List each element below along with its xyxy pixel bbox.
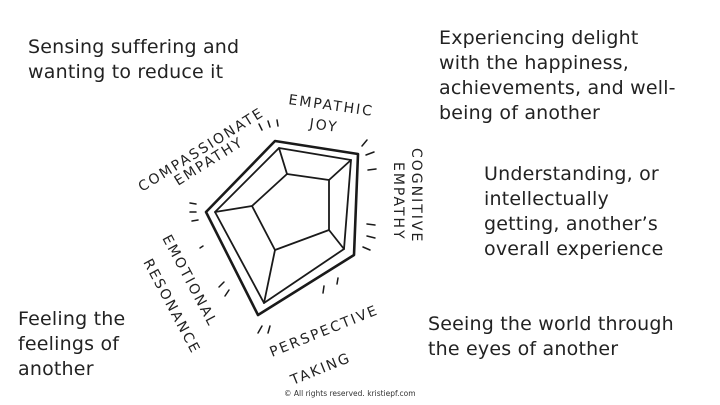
label-joy-2: JOY bbox=[307, 116, 339, 136]
emotional-resonance-description: Feeling the feelings of another bbox=[18, 308, 126, 380]
outer-pentagon bbox=[204, 139, 360, 317]
middle-pentagon bbox=[214, 147, 352, 304]
tick-marks bbox=[189, 119, 377, 334]
label-perspective-1: PERSPECTIVE bbox=[268, 302, 382, 360]
label-cognitive-2: EMPATHY bbox=[390, 162, 406, 241]
compassionate-empathy-description: Sensing suffering and wanting to reduce … bbox=[28, 36, 240, 83]
label-perspective-2: TAKING bbox=[288, 350, 354, 389]
label-compassionate-1: COMPASSIONATE bbox=[136, 105, 268, 196]
empathic-joy-description: Experiencing delight with the happiness,… bbox=[439, 27, 676, 124]
label-joy-1: EMPATHIC bbox=[287, 92, 374, 120]
label-cognitive-1: COGNITIVE bbox=[408, 148, 424, 243]
copyright-notice: © All rights reserved. kristiepf.com bbox=[284, 389, 416, 398]
pentagon-spokes bbox=[214, 147, 352, 304]
perspective-taking-description: Seeing the world through the eyes of ano… bbox=[428, 313, 674, 360]
cognitive-empathy-description: Understanding, or intellectually getting… bbox=[484, 163, 664, 260]
inner-pentagon bbox=[251, 173, 330, 251]
